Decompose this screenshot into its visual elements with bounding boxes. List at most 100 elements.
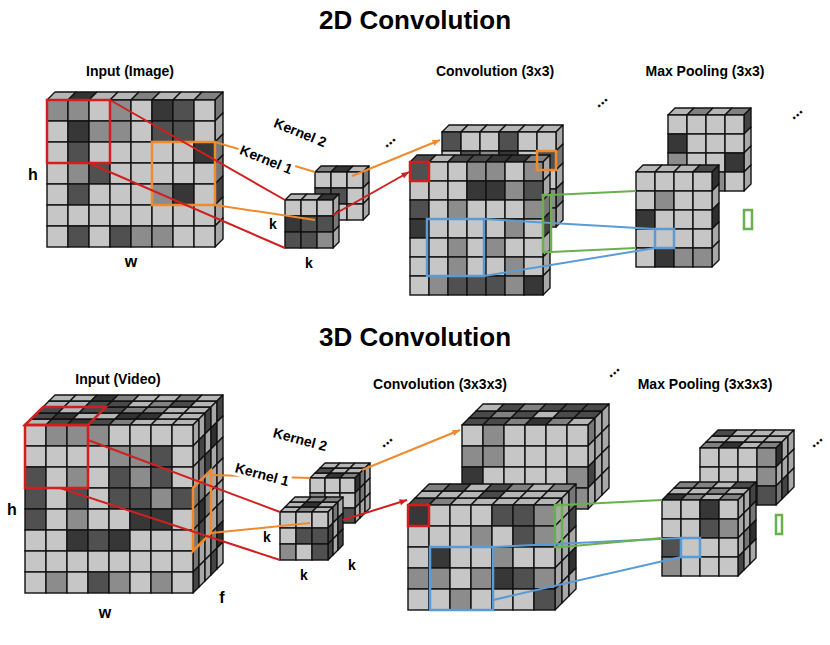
block-side-cell <box>588 481 595 509</box>
grid-cell <box>719 448 738 467</box>
highlight-box <box>152 142 215 205</box>
block-side-cell <box>744 165 751 191</box>
grid-cell <box>499 132 518 151</box>
grid-cell <box>89 205 110 226</box>
block-side-cell <box>365 493 370 513</box>
grid-cell <box>467 200 486 219</box>
grid-cell <box>88 509 109 530</box>
grid-cell <box>410 181 429 200</box>
grid-cell <box>674 210 693 229</box>
grid-cell <box>312 544 328 560</box>
section-title: 3D Convolution <box>319 323 511 352</box>
highlight-box <box>410 162 429 181</box>
grid-cell <box>173 226 194 247</box>
grid-cell <box>131 205 152 226</box>
grid-cell <box>130 488 151 509</box>
grid-cell <box>130 467 151 488</box>
mapping-line <box>333 172 409 215</box>
grid-cell <box>315 172 331 188</box>
grid-cell <box>429 526 450 547</box>
highlight-box <box>537 151 556 170</box>
highlight-box <box>25 407 106 425</box>
grid-cell <box>47 142 68 163</box>
grid-cell <box>725 153 744 172</box>
grid-cell <box>486 238 505 257</box>
grid-cell <box>67 446 88 467</box>
grid-cell <box>486 162 505 181</box>
grid-cell <box>25 509 46 530</box>
grid-cell <box>89 100 110 121</box>
grid-cell <box>486 219 505 238</box>
grid-cell <box>504 425 525 446</box>
grid-cell <box>480 132 499 151</box>
grid-cell <box>429 238 448 257</box>
grid-cell <box>706 134 725 153</box>
grid-cell <box>152 205 173 226</box>
grid-cell <box>68 184 89 205</box>
block-side-cell <box>199 560 205 587</box>
grid-cell <box>693 191 712 210</box>
block-side-cell <box>602 467 609 495</box>
grid-cell <box>471 505 492 526</box>
arrow-head <box>452 430 460 436</box>
grid-cell <box>47 184 68 205</box>
grid-cell <box>429 568 450 589</box>
mapping-line <box>551 191 636 195</box>
grid-cell <box>312 512 328 528</box>
grid-cell <box>67 425 88 446</box>
grid-cell <box>285 200 301 216</box>
grid-cell <box>546 425 567 446</box>
grid-cell <box>151 530 172 551</box>
grid-cell <box>172 572 193 593</box>
grid-cell <box>693 248 712 267</box>
grid-cell <box>88 572 109 593</box>
block-side-cell <box>750 539 756 564</box>
diagram-label: Kernel 2 <box>269 425 330 455</box>
diagram-label: Kernel 2 <box>270 115 331 151</box>
grid-cell <box>25 488 46 509</box>
block-side-cell <box>333 226 339 248</box>
grid-cell <box>68 100 89 121</box>
grid-cell <box>483 446 504 467</box>
grid-cell <box>109 425 130 446</box>
mapping-line <box>211 523 310 533</box>
grid-cell <box>130 425 151 446</box>
grid-cell <box>110 205 131 226</box>
diagram-label: Convolution (3x3) <box>436 64 554 79</box>
grid-cell <box>674 248 693 267</box>
continuation-dots: ... <box>373 428 398 453</box>
grid-cell <box>25 467 46 488</box>
grid-cell <box>429 200 448 219</box>
grid-cell <box>450 568 471 589</box>
grid-cell <box>47 163 68 184</box>
grid-cell <box>524 181 543 200</box>
diagram-label: f <box>219 589 224 607</box>
grid-cell <box>172 488 193 509</box>
grid-cell <box>172 446 193 467</box>
block-side-cell <box>333 534 338 555</box>
grid-cell <box>151 425 172 446</box>
grid-cell <box>317 232 333 248</box>
highlight-box <box>47 100 110 163</box>
grid-cell <box>462 446 483 467</box>
grid-cell <box>483 425 504 446</box>
grid-cell <box>471 526 492 547</box>
grid-cell <box>25 572 46 593</box>
grid-cell <box>408 526 429 547</box>
grid-cell <box>655 248 674 267</box>
grid-cell <box>655 229 674 248</box>
grid-cell <box>194 226 215 247</box>
grid-cell <box>492 526 513 547</box>
grid-cell <box>674 229 693 248</box>
mapping-line <box>551 248 636 252</box>
grid-cell <box>68 142 89 163</box>
grid-cell <box>681 538 700 557</box>
grid-cell <box>636 210 655 229</box>
grid-cell <box>88 446 109 467</box>
grid-cell <box>505 257 524 276</box>
block-side-cell <box>328 539 333 560</box>
grid-cell <box>151 488 172 509</box>
grid-cell <box>151 551 172 572</box>
grid-cell <box>471 589 492 610</box>
grid-cell <box>524 238 543 257</box>
